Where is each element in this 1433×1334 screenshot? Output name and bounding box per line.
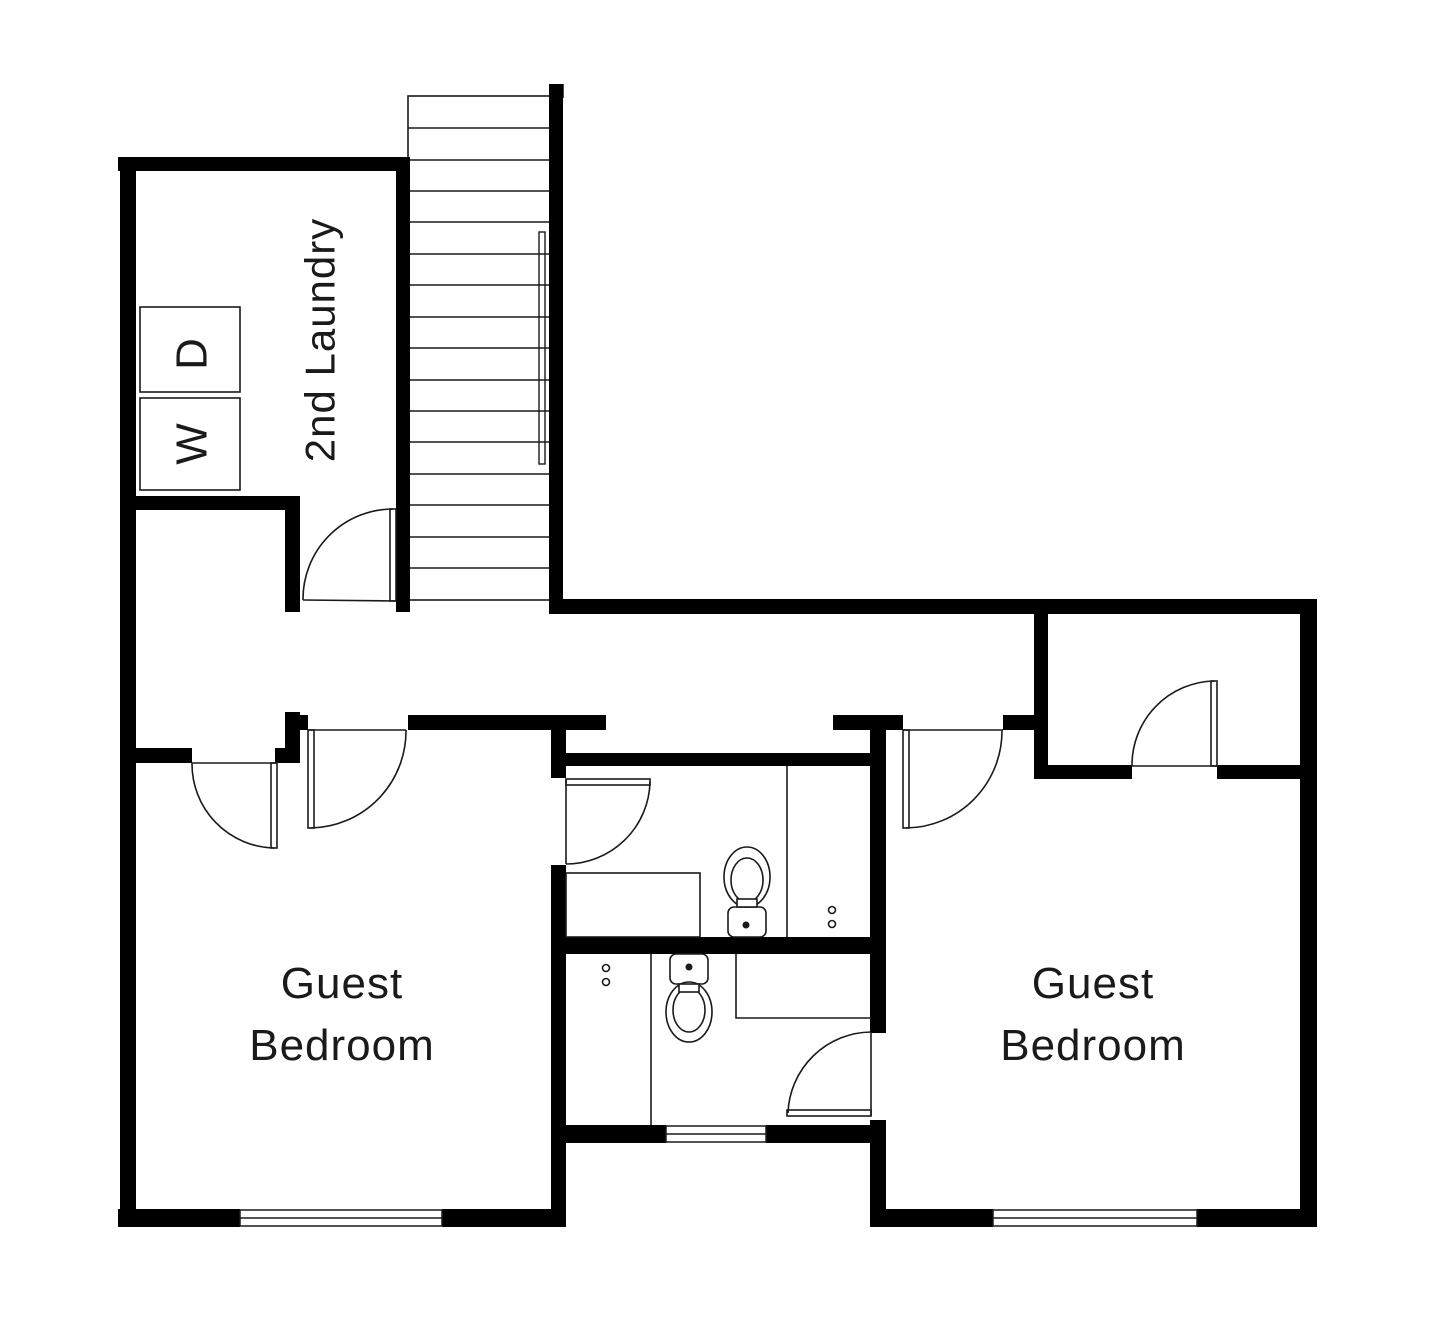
stair-handrail [538,231,546,465]
door-closet-left [191,762,278,849]
faucet-upper-icon [827,905,837,929]
vanity-upper [565,872,701,938]
dryer-label: D [168,338,217,370]
door-right-bedroom [902,729,1003,829]
stair-treads [408,127,550,569]
right-guest-bedroom-label-line2: Bedroom [1000,1021,1186,1070]
walls [118,84,1317,1227]
toilet-lower-icon [665,953,713,1043]
doors [191,508,1218,1117]
washer-label: W [168,423,217,465]
door-laundry [302,508,397,602]
room-labels: 2nd Laundry Guest Bedroom Guest Bedroom [249,218,1186,1070]
right-guest-bedroom-label-line1: Guest [1032,959,1154,1008]
left-guest-bedroom-label-line2: Bedroom [249,1021,435,1070]
door-closet-right [1131,680,1218,767]
laundry-room-label: 2nd Laundry [297,218,344,463]
toilet-upper-icon [723,846,771,938]
bathroom-fixtures [565,766,871,1125]
dryer-icon [139,306,241,393]
door-upper-bath [565,778,651,865]
door-lower-bath [786,1031,872,1117]
left-guest-bedroom-label-line1: Guest [281,959,403,1008]
door-left-bedroom [307,729,407,829]
faucet-lower-icon [601,963,611,987]
laundry-appliances: D W [139,306,241,491]
washer-icon [139,397,241,491]
windows [239,1125,1198,1227]
staircase [407,84,564,601]
